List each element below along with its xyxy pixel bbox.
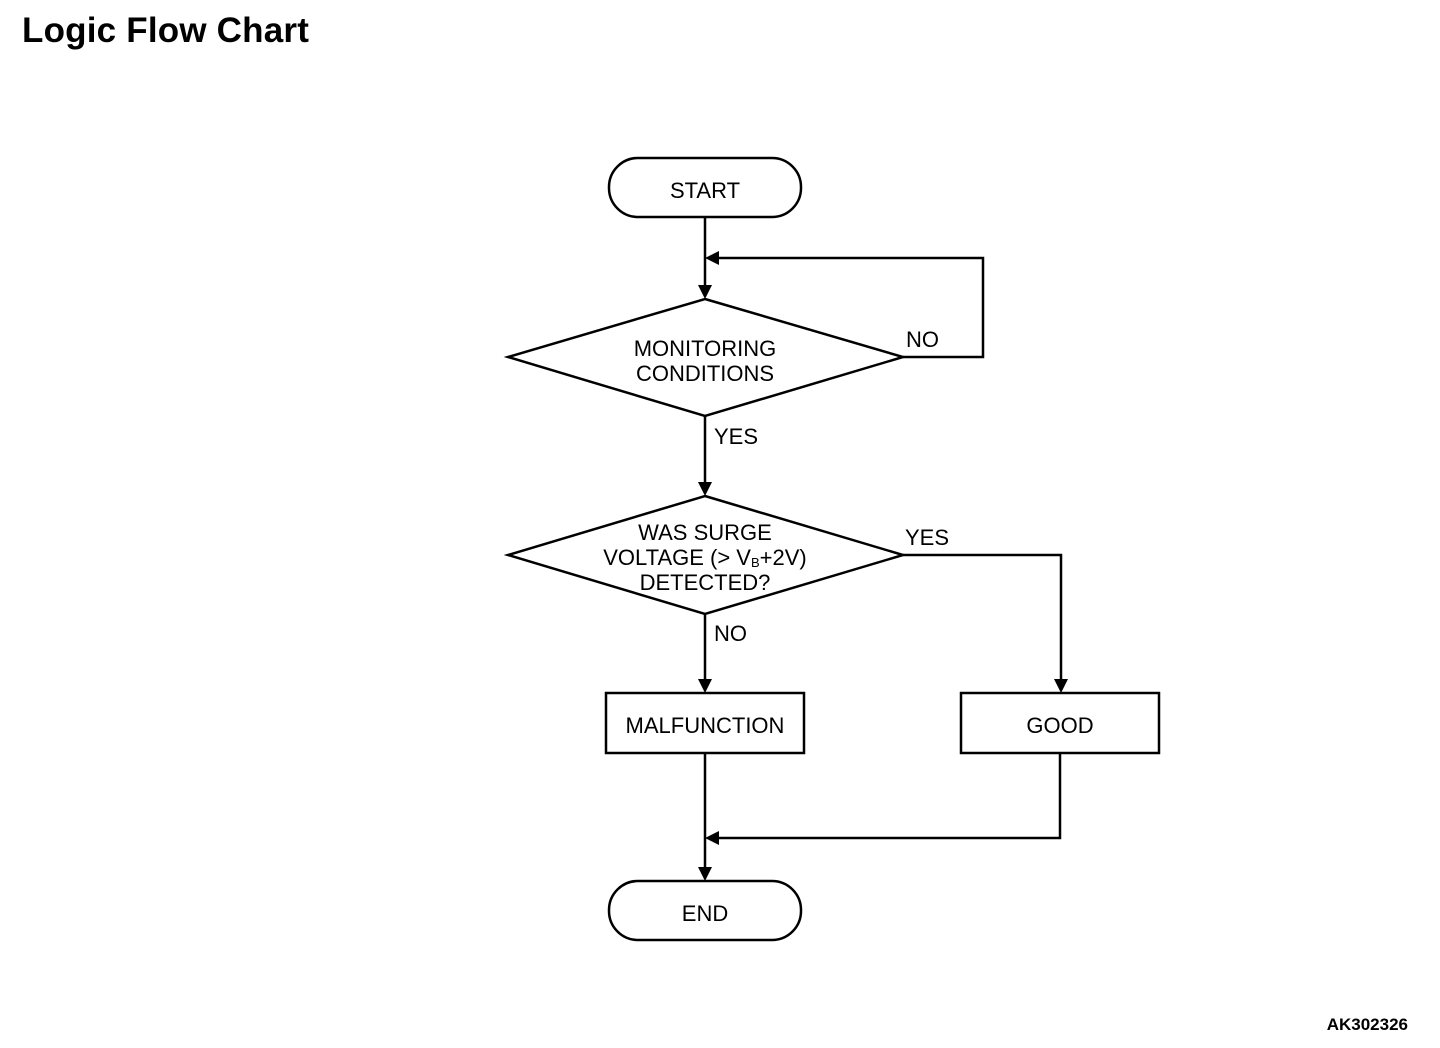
surge-label-line2-suffix: +2V): [760, 545, 807, 570]
monitoring-yes-label: YES: [714, 424, 758, 449]
surge-yes-label: YES: [905, 525, 949, 550]
surge-voltage-node: WAS SURGE VOLTAGE (> VB+2V) DETECTED?: [503, 494, 908, 616]
malfunction-node: MALFUNCTION: [604, 691, 806, 755]
surge-label-line2-subscript: B: [751, 555, 760, 570]
start-node: START: [607, 156, 803, 219]
monitoring-label-line2: CONDITIONS: [636, 361, 774, 386]
monitoring-label-line1: MONITORING: [634, 336, 777, 361]
monitoring-conditions-node: MONITORING CONDITIONS: [503, 297, 908, 418]
surge-label-line1: WAS SURGE: [638, 520, 772, 545]
end-label: END: [682, 901, 728, 926]
figure-id: AK302326: [1326, 1015, 1408, 1034]
connector-surge-yes-to-good: [903, 553, 1063, 682]
end-terminal-shape: [607, 879, 803, 942]
arrowhead-malfunction-input: [698, 679, 712, 693]
good-label: GOOD: [1026, 713, 1093, 738]
surge-label-line2-prefix: VOLTAGE (> V: [603, 545, 751, 570]
connector-good-to-end: [716, 753, 1062, 840]
surge-label-line3: DETECTED?: [640, 570, 771, 595]
surge-label-line2: VOLTAGE (> VB+2V): [603, 545, 807, 570]
arrowhead-surge-input: [698, 482, 712, 496]
end-node: END: [607, 879, 803, 942]
surge-no-label: NO: [714, 621, 747, 646]
connector-monitoring-no-loop: [716, 256, 985, 359]
page-title: Logic Flow Chart: [22, 11, 310, 50]
good-node: GOOD: [959, 691, 1161, 755]
monitoring-no-label: NO: [906, 327, 939, 352]
arrowhead-end-input: [698, 867, 712, 881]
start-label: START: [670, 178, 740, 203]
arrowhead-loop-return: [705, 251, 719, 265]
malfunction-label: MALFUNCTION: [626, 713, 785, 738]
arrowhead-good-input: [1054, 679, 1068, 693]
arrowhead-merge: [705, 831, 719, 845]
good-box: [959, 691, 1161, 755]
arrowhead-monitoring-input: [698, 285, 712, 299]
